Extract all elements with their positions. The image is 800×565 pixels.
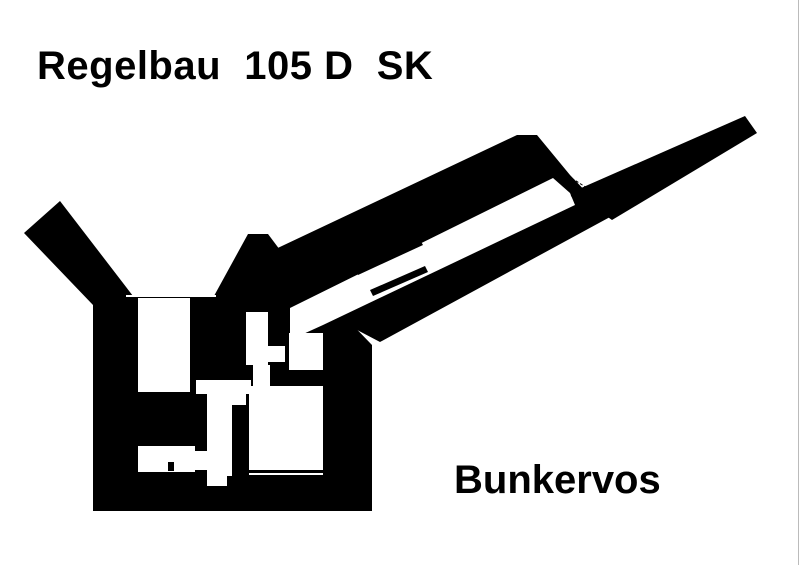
room-small-upper [246,312,268,365]
corridor-vertical [207,380,232,476]
room-mid [289,333,323,370]
room-step [268,346,285,362]
embrasure-dash-2 [561,174,579,186]
room-cell-3 [232,389,246,405]
detail-wall-c [168,462,174,471]
scan-border [798,0,799,565]
barrel-arm [572,116,757,220]
room-cell-1 [195,451,207,470]
interior-rooms [138,178,575,486]
room-left-lower [138,446,195,472]
passage-step-2 [370,266,428,296]
room-connector [253,365,270,387]
detail-wall-a [268,312,278,346]
room-cell-2 [207,476,227,486]
door-lines [126,295,323,483]
detail-wall-b [249,470,323,473]
embrasure-opening [558,169,589,197]
diagram-title: Regelbau 105 D SK [37,44,434,88]
passage-step-1 [355,240,423,275]
left-wing-wall [24,201,133,305]
author-signature: Bunkervos [454,458,661,502]
room-left-upper [138,298,190,392]
interior-details [168,240,428,473]
embrasure-passage [290,178,575,340]
embrasure-dash-1 [558,169,589,197]
room-main [249,386,323,461]
